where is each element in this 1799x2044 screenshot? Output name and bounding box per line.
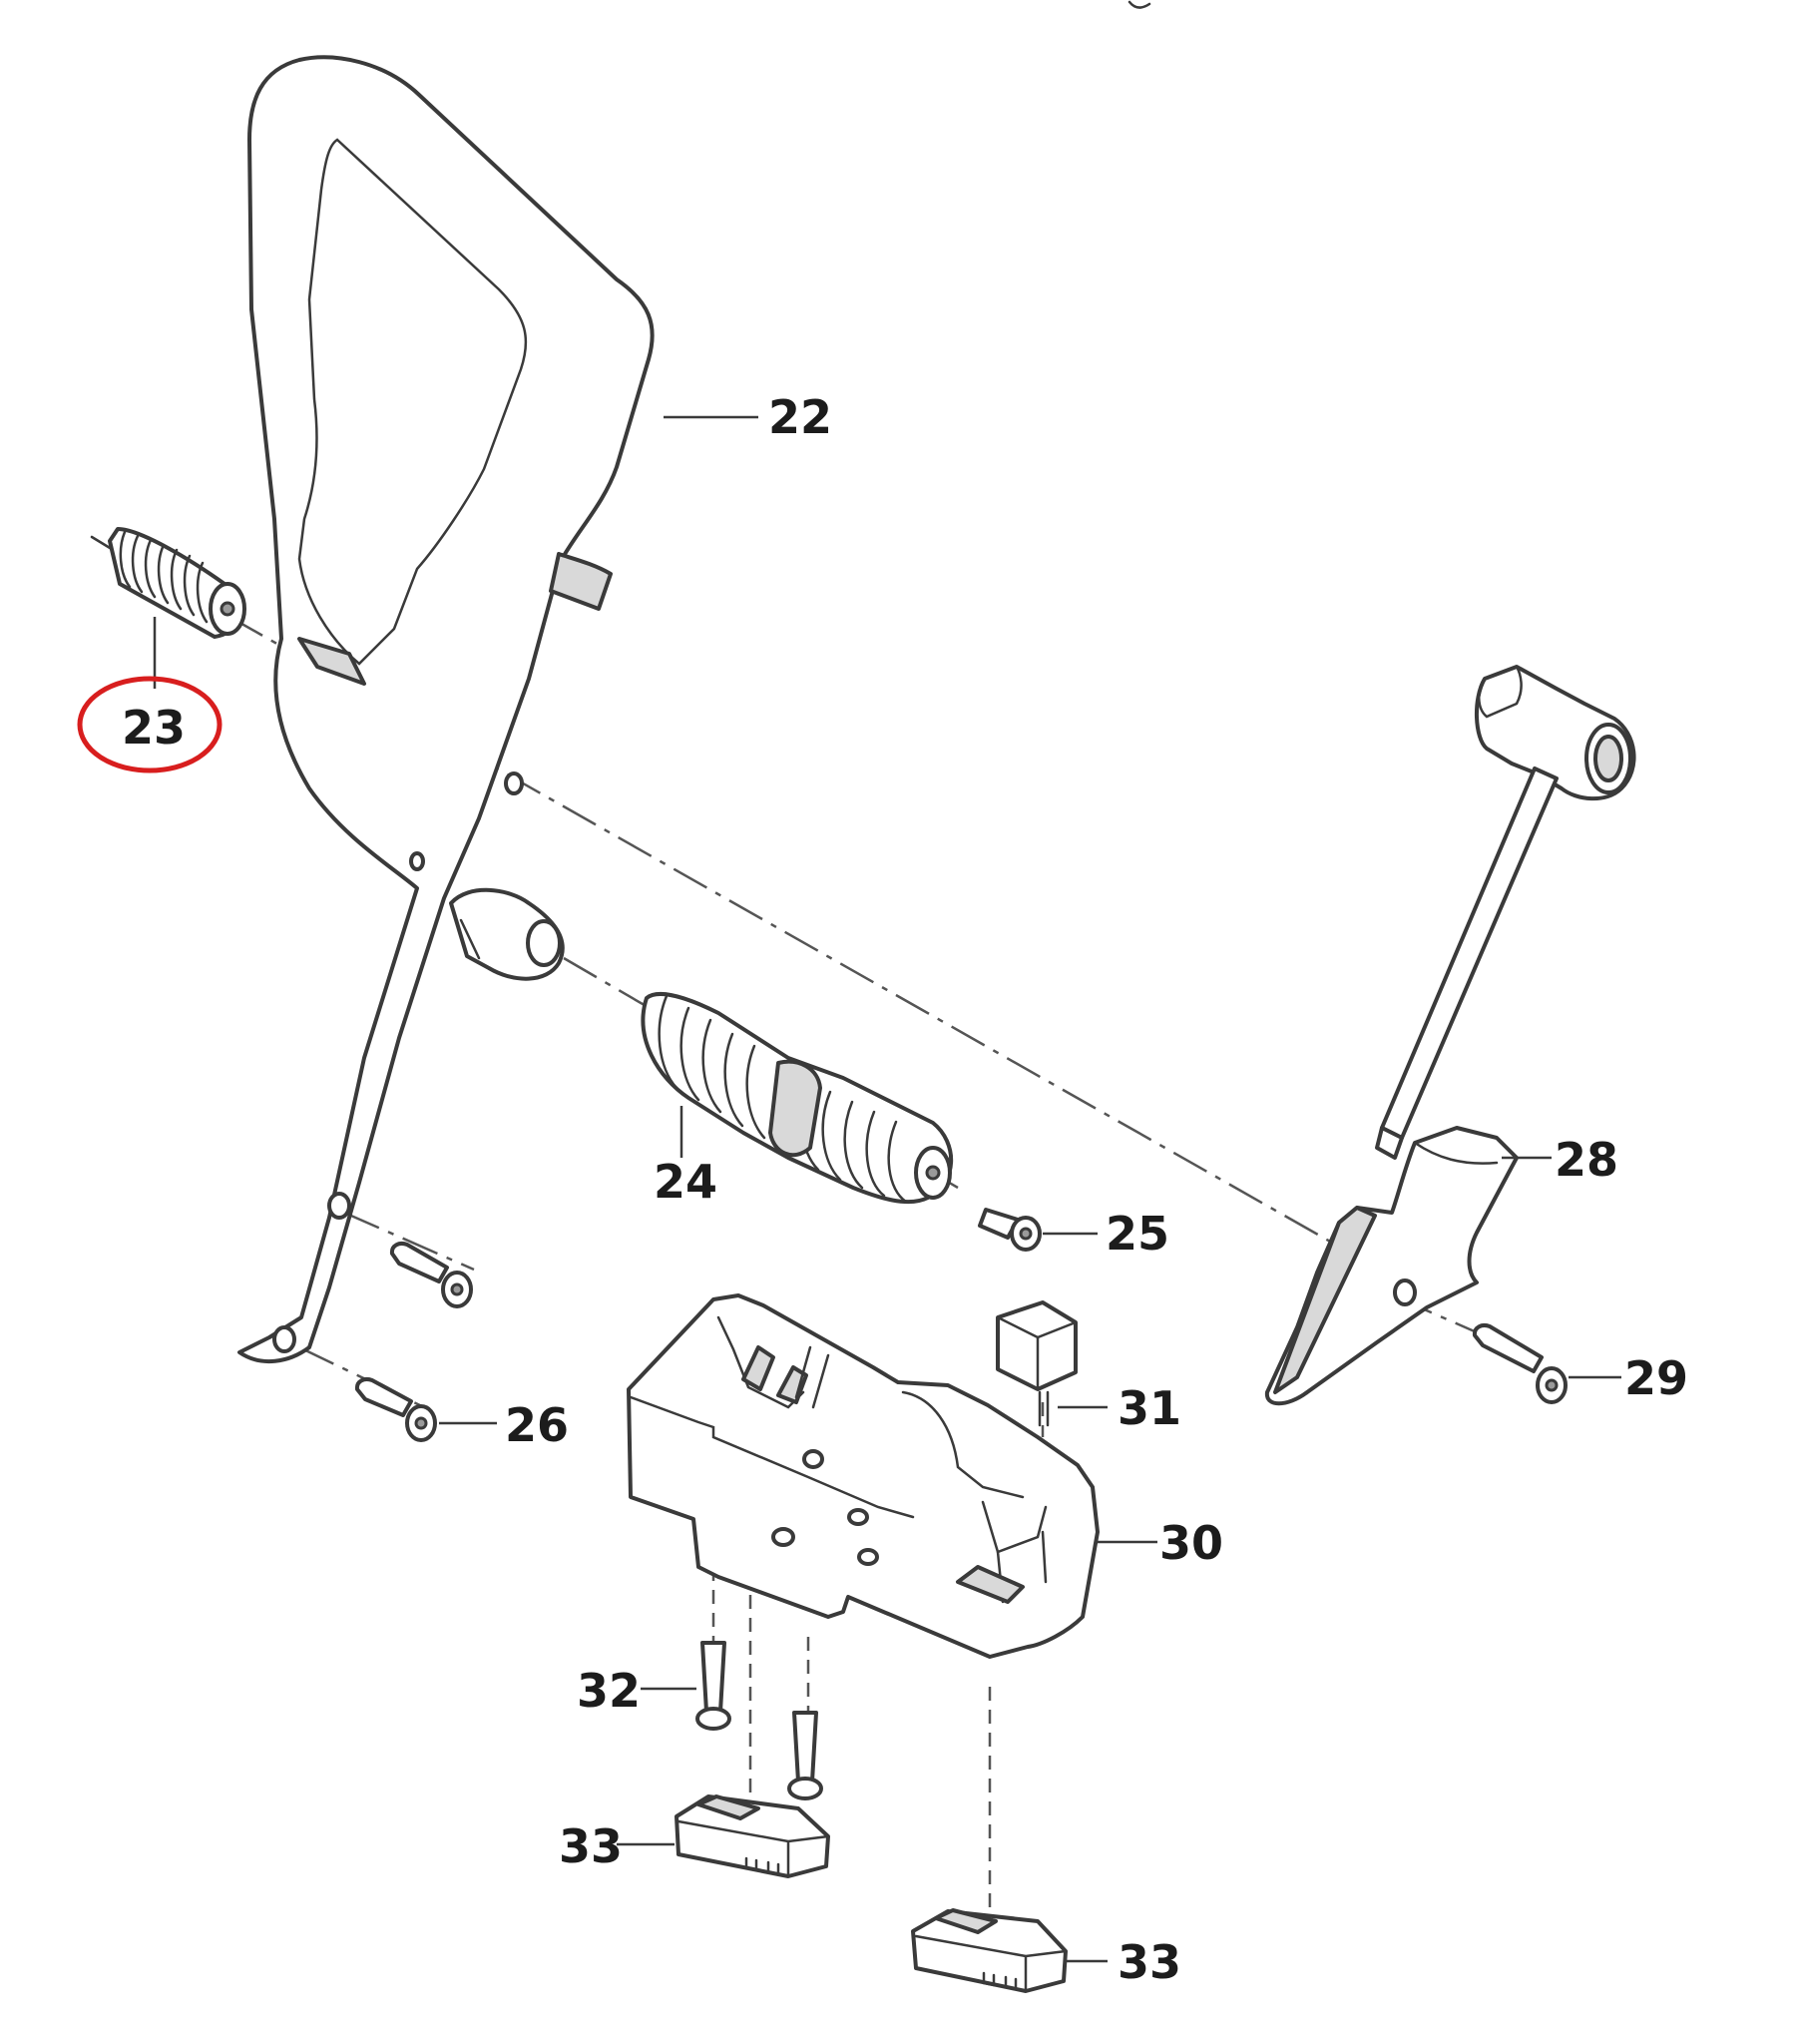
- part-label-22: 22: [768, 390, 832, 444]
- screw-part-32: [641, 1641, 823, 1800]
- part-label-30: 30: [1159, 1516, 1223, 1570]
- spring-part-23: [90, 527, 246, 689]
- screw-part-25: [978, 1208, 1098, 1252]
- part-label-33-left: 33: [559, 1819, 623, 1873]
- screw-part-26: [354, 1242, 497, 1442]
- front-handle-bar: [237, 55, 655, 1364]
- part-label-26: 26: [505, 1398, 569, 1452]
- pad-part-33-right: [911, 1908, 1108, 1993]
- bracket-part-28: [1264, 1126, 1552, 1406]
- top-edge-fragment: [1127, 0, 1151, 9]
- screw-part-29: [1472, 1323, 1621, 1404]
- part-label-28: 28: [1555, 1133, 1618, 1187]
- combination-wrench: [1375, 665, 1636, 1160]
- part-label-29: 29: [1624, 1351, 1688, 1405]
- part-label-23: 23: [122, 701, 186, 755]
- clip-part-31: [996, 1300, 1108, 1427]
- part-label-33-right: 33: [1118, 1935, 1181, 1989]
- part-label-25: 25: [1106, 1207, 1169, 1261]
- part-label-31: 31: [1118, 1381, 1181, 1435]
- highlight-ring: [77, 676, 223, 773]
- spring-part-24: [641, 992, 954, 1205]
- part-label-24: 24: [654, 1155, 717, 1209]
- part-label-32: 32: [577, 1664, 641, 1718]
- pad-part-33-left: [617, 1794, 830, 1878]
- housing-part-30: [627, 1293, 1157, 1659]
